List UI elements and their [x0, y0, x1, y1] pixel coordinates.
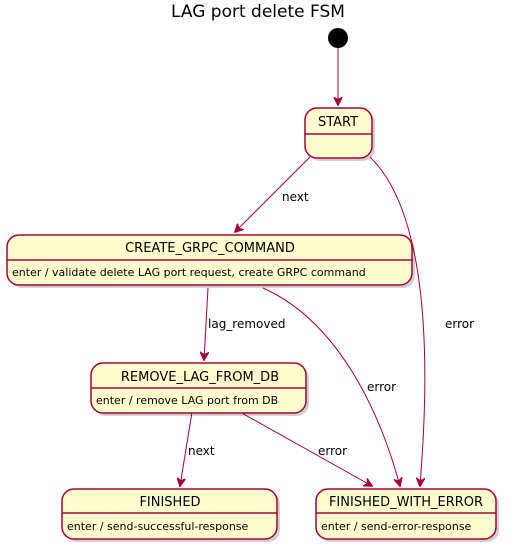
state-remove-lag-from-db-action: enter / remove LAG port from DB: [96, 394, 278, 407]
state-finished-with-error-name: FINISHED_WITH_ERROR: [329, 495, 483, 510]
diagram-title: LAG port delete FSM: [171, 2, 345, 22]
label-create-to-remove: lag_removed: [208, 317, 286, 331]
state-start-name: START: [318, 115, 358, 130]
label-remove-to-error: error: [318, 444, 347, 458]
label-start-to-create: next: [282, 190, 309, 204]
state-finished-name: FINISHED: [139, 495, 200, 510]
state-create-grpc-command: CREATE_GRPC_COMMAND enter / validate del…: [6, 234, 415, 288]
transitions: [180, 48, 426, 486]
label-start-to-error: error: [445, 317, 474, 331]
edge-create-to-remove: [204, 287, 208, 360]
state-finished-with-error: FINISHED_WITH_ERROR enter / send-error-r…: [315, 488, 499, 542]
edge-create-to-error: [262, 287, 400, 486]
state-create-grpc-command-name: CREATE_GRPC_COMMAND: [125, 241, 295, 256]
state-remove-lag-from-db-name: REMOVE_LAG_FROM_DB: [121, 370, 279, 385]
state-create-grpc-command-action: enter / validate delete LAG port request…: [12, 266, 366, 279]
label-remove-to-finished: next: [188, 444, 215, 458]
edge-remove-to-finished: [180, 411, 193, 486]
state-start: START: [304, 107, 375, 161]
state-remove-lag-from-db: REMOVE_LAG_FROM_DB enter / remove LAG po…: [90, 362, 309, 416]
label-create-to-error: error: [367, 380, 396, 394]
state-finished-with-error-action: enter / send-error-response: [321, 520, 472, 533]
edge-remove-to-error: [239, 411, 372, 486]
edge-start-to-create: [235, 156, 311, 232]
edge-start-to-error: [369, 156, 426, 486]
state-finished-action: enter / send-successful-response: [67, 520, 249, 533]
state-finished: FINISHED enter / send-successful-respons…: [61, 488, 280, 542]
initial-state-node: [328, 28, 348, 48]
